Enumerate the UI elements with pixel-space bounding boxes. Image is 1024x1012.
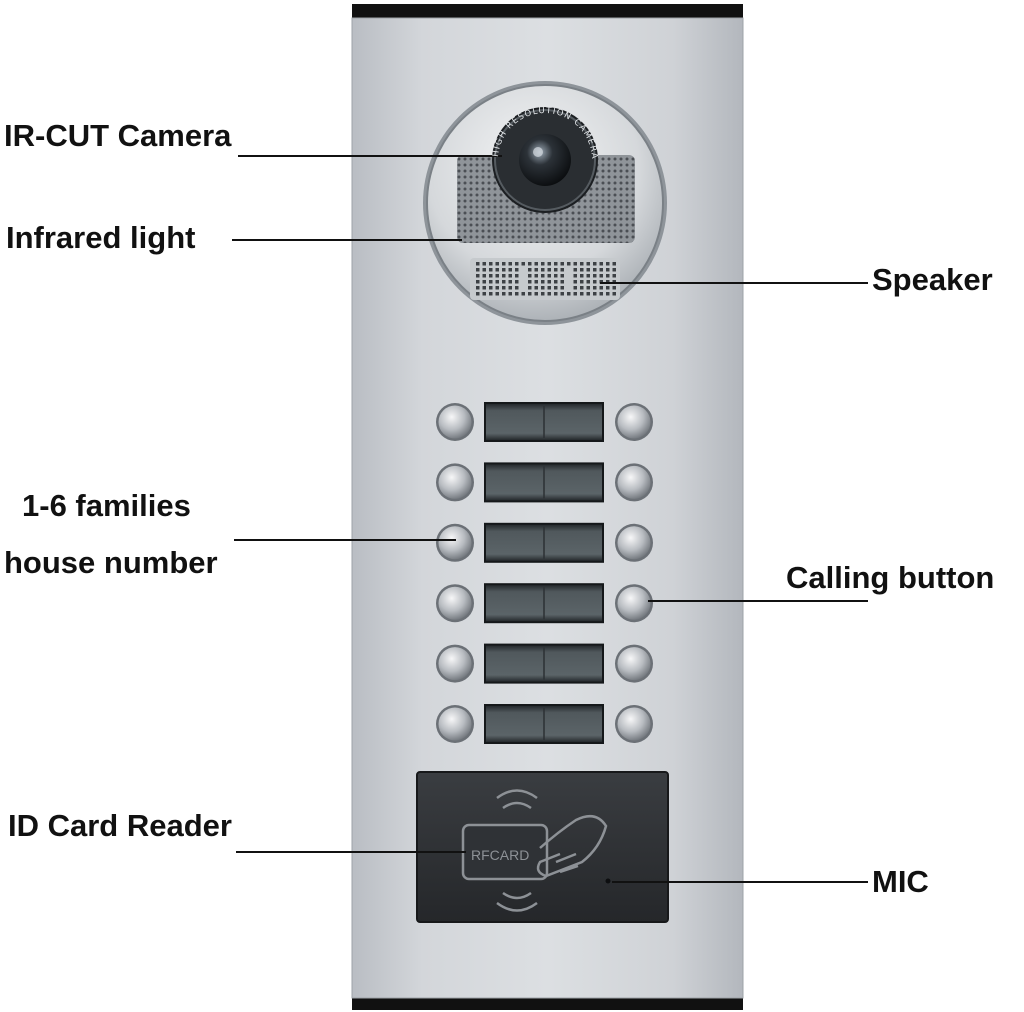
label-calling-button: Calling button xyxy=(786,560,995,595)
call-button-left-cap[interactable] xyxy=(438,405,472,439)
button-row xyxy=(436,643,653,684)
id-card-reader xyxy=(416,771,669,923)
button-row xyxy=(436,704,653,744)
rfcard-icon xyxy=(461,789,608,912)
button-row xyxy=(436,583,653,624)
label-house-number: house number xyxy=(4,545,218,580)
rfcard-text: RFCARD xyxy=(471,847,529,863)
label-ir-cut-camera: IR-CUT Camera xyxy=(4,118,232,153)
camera-lens xyxy=(519,134,571,186)
calling-button-grid xyxy=(436,402,653,744)
label-families: 1-6 families xyxy=(22,488,191,523)
camera-module xyxy=(423,81,667,325)
label-speaker: Speaker xyxy=(872,262,993,297)
call-button-left-cap[interactable] xyxy=(438,526,472,560)
label-id-card-reader: ID Card Reader xyxy=(8,808,232,843)
leader-lines xyxy=(232,155,868,883)
button-row xyxy=(436,402,653,442)
call-button-right-cap[interactable] xyxy=(617,526,651,560)
label-mic: MIC xyxy=(872,864,929,899)
speaker-grille xyxy=(470,258,620,300)
call-button-left-cap[interactable] xyxy=(438,586,472,620)
call-button-right-cap[interactable] xyxy=(617,465,651,499)
call-button-right-cap[interactable] xyxy=(617,647,651,681)
call-button-right-cap[interactable] xyxy=(617,586,651,620)
call-button-left-cap[interactable] xyxy=(438,465,472,499)
call-button-right-cap[interactable] xyxy=(617,707,651,741)
call-button-right-cap[interactable] xyxy=(617,405,651,439)
label-infrared-light: Infrared light xyxy=(6,220,196,255)
button-row xyxy=(436,522,653,563)
button-row xyxy=(436,462,653,503)
mic-hole xyxy=(605,878,611,884)
call-button-left-cap[interactable] xyxy=(438,647,472,681)
call-button-left-cap[interactable] xyxy=(438,707,472,741)
